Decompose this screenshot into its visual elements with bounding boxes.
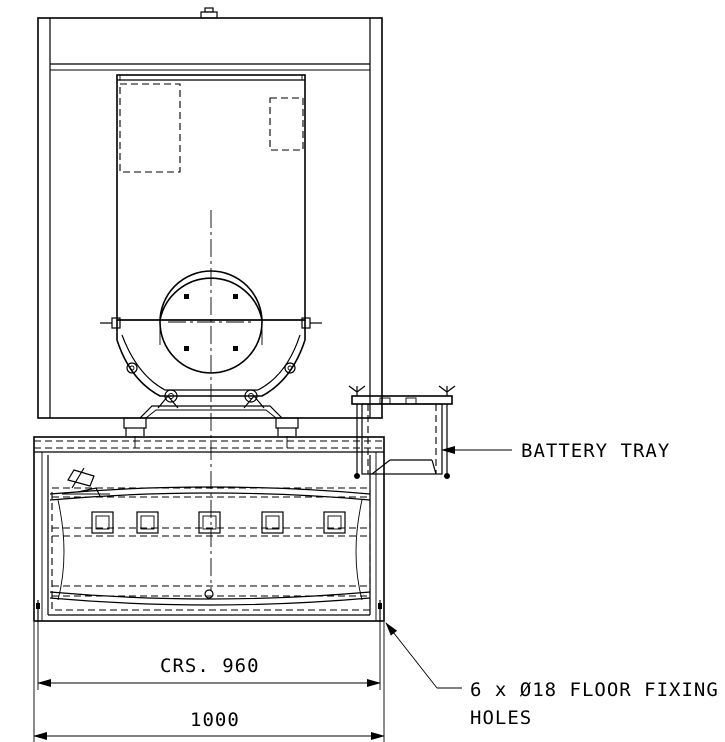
overall-dimension-label: 1000 xyxy=(190,709,240,731)
floor-fixing-label-line2: HOLES xyxy=(470,707,532,729)
housing-bolt-right xyxy=(284,362,296,374)
housing-bolt-left xyxy=(126,362,138,374)
battery-tray xyxy=(351,395,453,475)
mount-foot-left xyxy=(123,417,147,448)
base-frame xyxy=(33,436,385,622)
fuel-gauge-fitting xyxy=(62,467,110,497)
floor-fixing-leader xyxy=(385,622,462,689)
flywheel-housing xyxy=(116,270,306,397)
dimension-crs-960 xyxy=(37,622,381,690)
dimension-overall-1000 xyxy=(33,622,385,742)
filler-cap xyxy=(200,7,218,19)
mount-cradle xyxy=(139,405,283,419)
hidden-detail-right xyxy=(269,97,304,151)
flange-bolt-holes xyxy=(184,294,238,351)
side-mount-bracket-right xyxy=(301,317,322,329)
side-mount-bracket-left xyxy=(100,317,121,329)
battery-tray-wingnut-right xyxy=(438,385,456,479)
battery-tray-label: BATTERY TRAY xyxy=(521,440,670,462)
anti-vibration-mount-right xyxy=(243,389,265,409)
skid-rails xyxy=(49,486,371,606)
mount-foot-right xyxy=(275,417,299,448)
crs-dimension-label: CRS. 960 xyxy=(160,655,260,677)
battery-tray-wingnut-left xyxy=(348,385,366,479)
floor-fixing-hole-markers xyxy=(36,600,382,622)
drain-plug xyxy=(204,589,214,599)
anti-vibration-mount-left xyxy=(157,389,179,409)
hidden-detail-left xyxy=(119,83,181,173)
lifting-slots xyxy=(91,511,346,534)
floor-fixing-label-line1: 6 x Ø18 FLOOR FIXING xyxy=(470,679,719,701)
fuel-tank-hidden-outline xyxy=(51,487,371,611)
canopy-frame xyxy=(37,17,383,419)
